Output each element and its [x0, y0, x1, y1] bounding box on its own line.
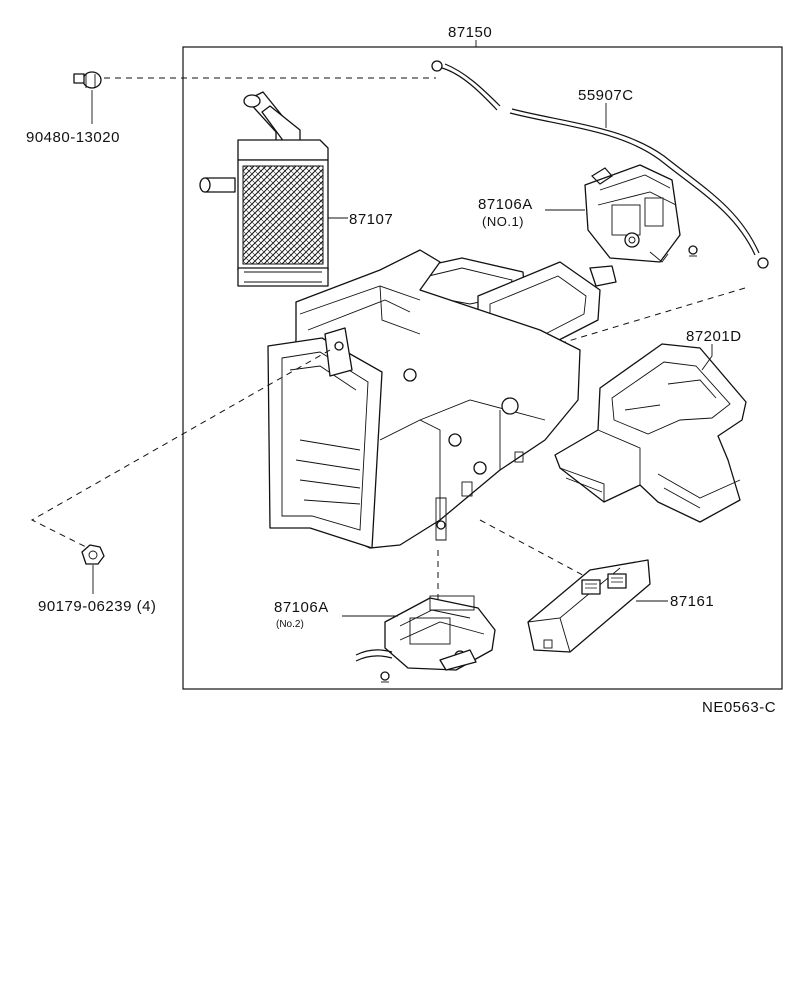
part-label-bolt: 90480-13020	[26, 129, 120, 146]
part-label-servo-no1-note: (NO.1)	[482, 214, 524, 229]
part-label-amplifier: 87161	[670, 593, 714, 610]
amplifier-icon	[527, 559, 651, 653]
heater-case-icon	[267, 249, 617, 549]
part-label-control-cable: 55907C	[578, 87, 634, 104]
clip-nut-icon	[81, 544, 105, 565]
servo-motor-no2-icon	[355, 595, 496, 683]
part-label-servo-no2-note: (No.2)	[276, 619, 304, 630]
control-cable-icon	[509, 108, 769, 269]
part-label-servo-no2: 87106A	[274, 599, 329, 616]
assembly-frame	[182, 46, 783, 690]
heater-core-icon	[199, 91, 329, 287]
part-label-heater-core: 87107	[349, 211, 393, 228]
servo-motor-no1-icon	[584, 164, 698, 263]
part-label-clip-nut: 90179-06239 (4)	[38, 598, 156, 615]
part-label-servo-no1: 87106A	[478, 196, 533, 213]
part-label-duct: 87201D	[686, 328, 742, 345]
cable-assembly-icon	[431, 60, 501, 111]
part-label-cable-assembly: 87150	[448, 24, 492, 41]
diagram-code: NE0563-C	[702, 699, 776, 716]
bolt-icon	[73, 71, 102, 89]
duct-icon	[554, 343, 747, 523]
